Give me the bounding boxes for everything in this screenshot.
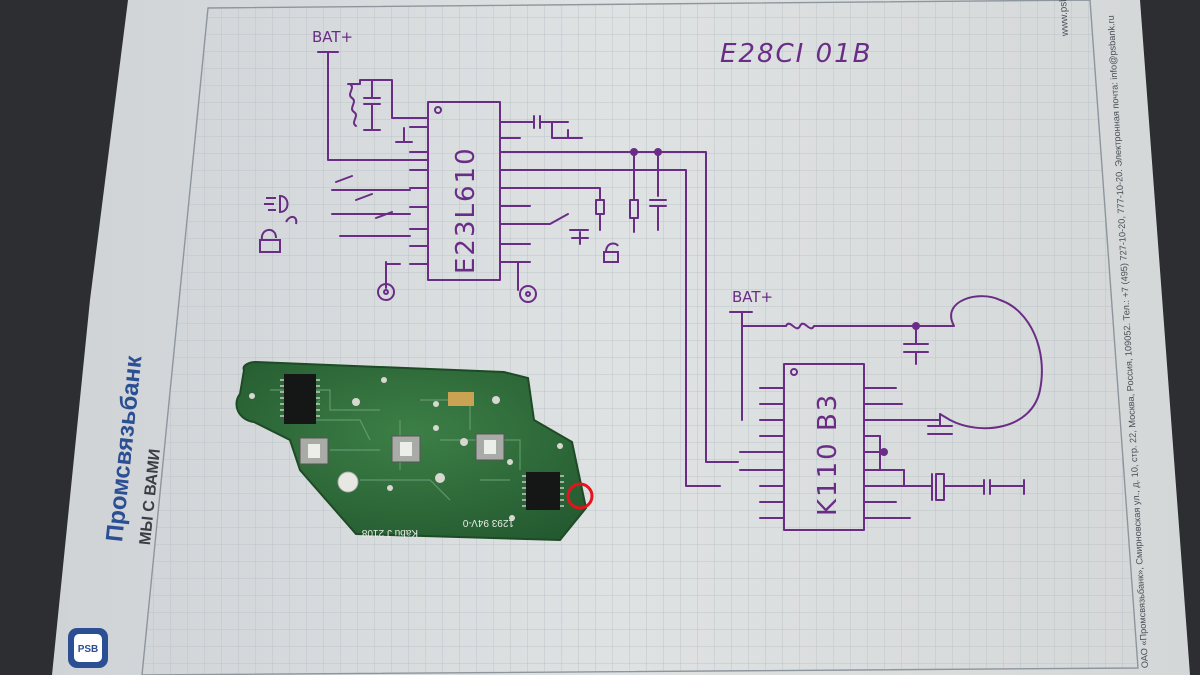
pcb-board: 1293 94V-0 Kabu J 2108 <box>235 360 594 542</box>
pcb-silk-line2: Kabu J 2108 <box>361 527 418 538</box>
chip-right-label: K110 B3 <box>813 393 843 516</box>
pcb-capacitor <box>448 392 474 406</box>
bat-rail-top <box>317 51 429 161</box>
unlock-icon <box>603 242 619 263</box>
pcb-chip-left <box>284 374 316 424</box>
bank-logo: PSB <box>68 628 108 668</box>
ic-right <box>739 363 941 531</box>
bat-label-right: BAT+ <box>732 288 773 306</box>
pcb-chip-right <box>526 472 560 510</box>
pcb-mount-hole <box>337 471 359 493</box>
lock-icon <box>259 216 298 253</box>
marker-circle <box>566 482 594 510</box>
sheet-title: E28CI 01B <box>720 39 873 69</box>
pcb-silk-line1: 1293 94V-0 <box>462 517 514 528</box>
light-icon <box>264 194 289 214</box>
chip-left-label: E23L610 <box>451 146 481 274</box>
svg-text:PSB: PSB <box>78 644 99 655</box>
bat-label-top: BAT+ <box>312 28 353 46</box>
ic-left <box>409 101 531 281</box>
schematic <box>317 51 1043 531</box>
website: www.psbank.ru <box>1056 0 1071 37</box>
paper-sheet <box>52 0 1190 675</box>
